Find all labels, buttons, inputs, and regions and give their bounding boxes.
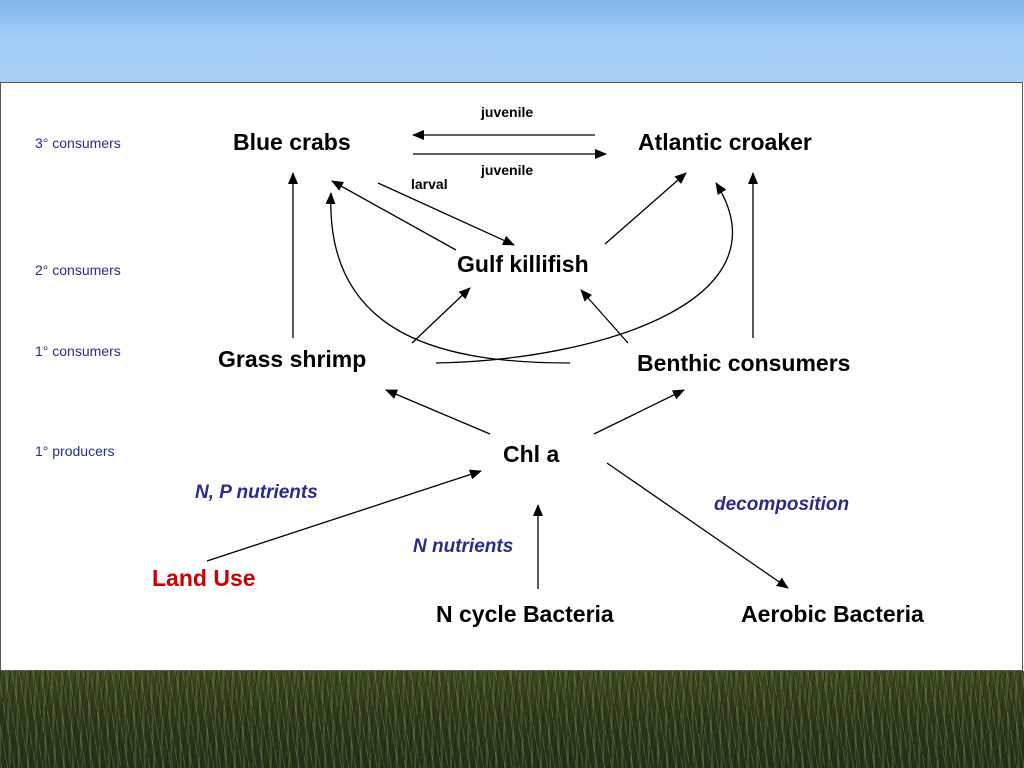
level-secondary-consumers: 2° consumers [35,262,121,278]
arrow-benthic-to-killifish [580,289,629,344]
node-land-use: Land Use [152,565,256,591]
node-blue-crabs: Blue crabs [233,129,351,155]
node-aerobic-bacteria: Aerobic Bacteria [741,601,924,627]
arrow-chla-to-benthic [593,389,685,435]
arrow-landuse-to-chla [206,469,482,562]
arrow-chla-to-aerobic [606,462,789,589]
node-n-cycle-bacteria: N cycle Bacteria [436,601,614,627]
curve-grassshrimp-to-croaker [435,182,733,364]
node-gulf-killifish: Gulf killifish [457,251,589,277]
node-benthic-consumers: Benthic consumers [637,350,851,376]
edge-label-juvenile-top: juvenile [481,104,534,120]
note-decomposition: decomposition [714,494,850,515]
diagram-panel [0,82,1023,671]
node-atlantic-croaker: Atlantic croaker [638,129,812,155]
arrow-grassshrimp-to-killifish [411,287,471,344]
node-grass-shrimp: Grass shrimp [218,346,367,372]
curve-benthic-to-bluecrabs [325,192,571,364]
edge-label-juvenile-bottom: juvenile [481,162,534,178]
node-chl-a: Chl a [503,441,560,467]
arrow-killifish-to-croaker [604,172,687,245]
edge-label-larval: larval [411,176,448,192]
level-primary-consumers: 1° consumers [35,343,121,359]
level-primary-producers: 1° producers [35,443,115,459]
arrow-bluecrabs-to-killifish-larval [377,182,515,246]
arrow-killifish-to-bluecrabs [331,180,457,251]
level-tertiary-consumers: 3° consumers [35,135,121,151]
grass-background [0,671,1024,768]
sky-background [0,0,1024,82]
arrow-chla-to-grassshrimp [385,389,491,435]
note-n-nutrients: N nutrients [413,536,514,557]
note-np-nutrients: N, P nutrients [195,482,318,503]
